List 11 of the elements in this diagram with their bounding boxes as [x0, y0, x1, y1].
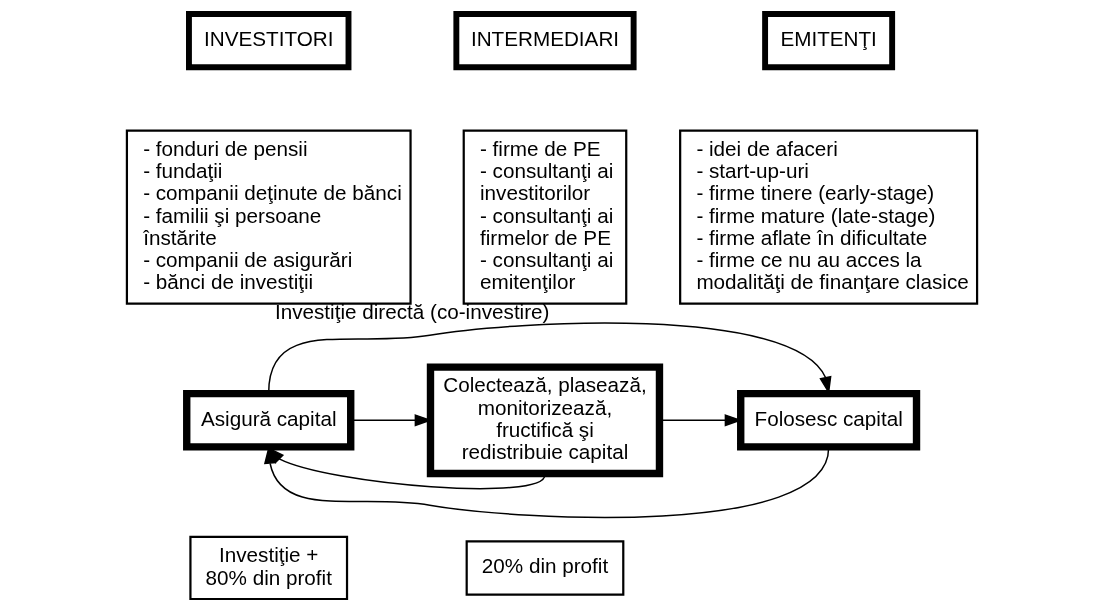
node-box: - firme de PE - consultanţi ai investitorilor - consultanţi ai firmelor de PE - consultanţi ai emitenţilor [462, 129, 628, 305]
node-box: INVESTITORI [186, 11, 352, 71]
node-box: Asigură capital [183, 389, 355, 451]
node-box: Investiţie + 80% din profit [189, 535, 349, 601]
node-box: INTERMEDIARI [453, 11, 637, 71]
node-box: Folosesc capital [737, 389, 921, 451]
node-box: 20% din profit [465, 540, 625, 596]
node-box: Colectează, plasează, monitorizează, fructifică şi redistribuie capital [426, 363, 664, 478]
node-box: EMITENŢI [762, 11, 896, 71]
node-box: - fonduri de pensii - fundaţii - companii deţinute de bănci - familii şi persoane înstărite - companii de asigurări - bănci de investiţii [125, 129, 412, 305]
node-box: - idei de afaceri - start-up-uri - firme tinere (early-stage) - firme mature (late-stage) - firme aflate în dificultate - firme ce nu au acces la modalităţi de finanţare clasice [679, 129, 979, 305]
